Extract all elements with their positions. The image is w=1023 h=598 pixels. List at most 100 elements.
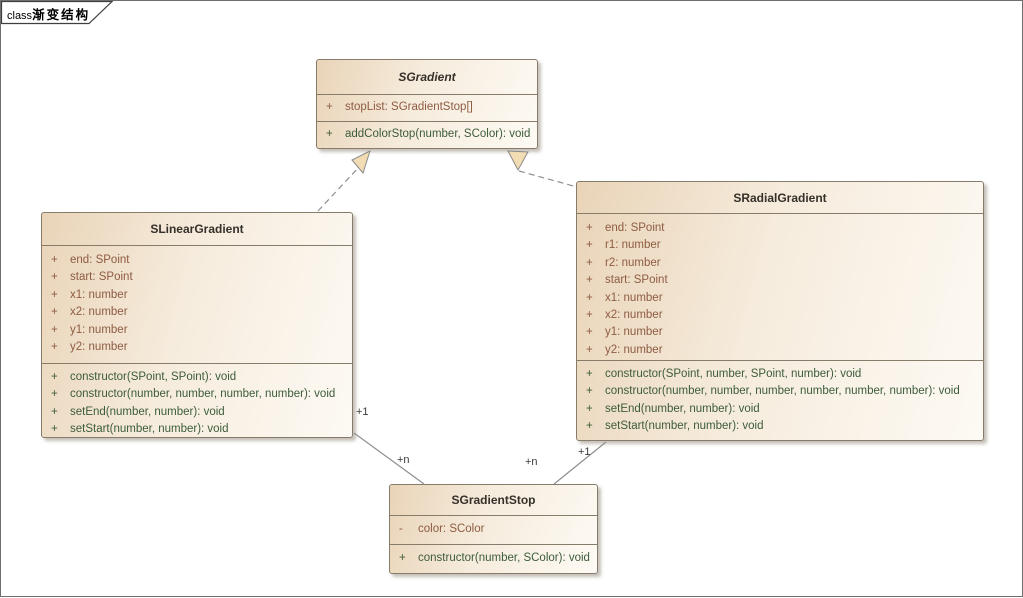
method-text: constructor(number, number, number, numb… xyxy=(605,385,960,398)
multiplicity-label-target: +n xyxy=(525,456,538,468)
visibility-symbol: + xyxy=(586,222,593,234)
attribute-text: x2: number xyxy=(605,309,663,322)
attribute-row: + y1: number xyxy=(577,324,983,341)
methods-compartment: + constructor(SPoint, number, SPoint, num… xyxy=(577,360,983,440)
class-name-sgradient: SGradient xyxy=(398,70,456,84)
attribute-text: y1: number xyxy=(605,326,663,339)
attribute-row: + x1: number xyxy=(577,290,983,307)
methods-compartment: + constructor(SPoint, SPoint): void + cons… xyxy=(42,363,352,437)
visibility-symbol: + xyxy=(51,288,58,301)
attribute-text: r1: number xyxy=(605,239,661,252)
method-row: + setStart(number, number): void xyxy=(577,418,983,435)
attributes-compartment: - color: SColor xyxy=(390,515,597,544)
methods-compartment: + constructor(number, SColor): void xyxy=(390,544,597,573)
visibility-symbol: + xyxy=(586,368,593,380)
class-box-sradialgradient[interactable]: SRadialGradient +end: SPoint +r1: number… xyxy=(576,181,984,441)
attribute-text: x1: number xyxy=(605,291,663,304)
method-row: + constructor(SPoint, number, SPoint, num… xyxy=(577,366,983,383)
attribute-row: + r2: number xyxy=(577,255,983,272)
method-text: constructor(number, SColor): void xyxy=(418,552,590,565)
method-text: setEnd(number, number): void xyxy=(605,402,760,415)
attribute-text: r2: number xyxy=(605,256,661,269)
visibility-symbol: + xyxy=(51,254,58,266)
method-text: constructor(SPoint, SPoint): void xyxy=(70,371,237,383)
method-row: + constructor(SPoint, SPoint): void xyxy=(42,369,352,386)
attribute-row: +start: SPoint xyxy=(577,272,983,289)
visibility-symbol: + xyxy=(51,306,58,319)
attribute-text: x1: number xyxy=(70,288,128,301)
method-row: + constructor(number, SColor): void xyxy=(390,550,597,567)
attribute-row: +r1: number xyxy=(577,237,983,254)
visibility-symbol: + xyxy=(51,423,58,436)
method-text: constructor(number, number, number, numb… xyxy=(70,388,336,401)
attribute-row: - color: SColor xyxy=(390,521,597,538)
generalization-sradialgradient-sgradient[interactable] xyxy=(507,150,578,188)
diagram-title: 渐变结构 xyxy=(32,8,91,22)
method-text: constructor(SPoint, number, SPoint, numb… xyxy=(605,368,862,380)
attribute-text: x2: number xyxy=(70,306,128,319)
visibility-symbol: + xyxy=(51,371,58,383)
method-text: setStart(number, number): void xyxy=(605,420,764,433)
visibility-symbol: + xyxy=(586,326,593,339)
attribute-row: +y1: number xyxy=(42,322,352,339)
diagram-tab-shape xyxy=(1,1,114,25)
class-name-sgradientstop: SGradientStop xyxy=(451,493,536,507)
attribute-row: + x2: number xyxy=(577,307,983,324)
visibility-symbol: + xyxy=(586,420,593,433)
hollow-triangle-arrowhead xyxy=(351,150,371,175)
association-slineargradient-sgradientstop[interactable] xyxy=(353,432,425,485)
method-row: + setEnd(number, number): void xyxy=(577,401,983,418)
attribute-row: +end: SPoint xyxy=(577,220,983,237)
attribute-row: + x2: number xyxy=(42,304,352,321)
multiplicity-label-target: +n xyxy=(397,454,410,466)
visibility-symbol: + xyxy=(586,343,593,356)
attribute-row: + y2: number xyxy=(577,342,983,359)
attribute-text: color: SColor xyxy=(418,523,485,536)
visibility-symbol: + xyxy=(51,271,58,284)
generalization-slineargradient-sgradient[interactable] xyxy=(317,150,371,212)
method-row: + constructor(number, number, number, num… xyxy=(577,383,983,400)
multiplicity-label-source: +1 xyxy=(578,446,591,458)
visibility-symbol: + xyxy=(326,128,333,141)
attribute-text: stopList: SGradientStop[] xyxy=(345,101,473,114)
method-row: + setStart(number, number): void xyxy=(42,421,352,437)
method-row: + addColorStop(number, SColor): void xyxy=(317,126,537,143)
method-text: setStart(number, number): void xyxy=(70,423,229,436)
visibility-symbol: + xyxy=(586,291,593,304)
class-box-slineargradient[interactable]: SLinearGradient + end: SPoint + start: SPo… xyxy=(41,212,353,438)
method-row: + setEnd(number, number): void xyxy=(42,404,352,421)
attribute-text: start: SPoint xyxy=(70,271,133,284)
methods-compartment: + addColorStop(number, SColor): void xyxy=(317,121,537,148)
attribute-text: y2: number xyxy=(605,343,663,356)
attribute-row: + start: SPoint xyxy=(42,269,352,286)
attributes-compartment: + stopList: SGradientStop[] xyxy=(317,94,537,121)
visibility-symbol: + xyxy=(586,256,593,269)
visibility-symbol: + xyxy=(586,309,593,322)
attributes-compartment: +end: SPoint +start: SPoint +x1: number … xyxy=(42,245,352,363)
diagram-type-keyword: class xyxy=(7,10,33,22)
attribute-text: y2: number xyxy=(70,341,128,354)
attributes-compartment: +end: SPoint +r1: number +r2: number +st… xyxy=(577,213,983,360)
attribute-text: start: SPoint xyxy=(605,274,668,287)
visibility-symbol: - xyxy=(399,523,403,536)
diagram-tab: class渐变结构 xyxy=(7,4,90,23)
attribute-row: + stopList: SGradientStop[] xyxy=(317,99,537,116)
visibility-symbol: + xyxy=(51,388,58,401)
method-text: addColorStop(number, SColor): void xyxy=(345,128,531,141)
visibility-symbol: + xyxy=(586,402,593,415)
attribute-row: + x1: number xyxy=(42,287,352,304)
attribute-text: y1: number xyxy=(70,323,128,336)
visibility-symbol: + xyxy=(399,552,406,565)
attribute-row: + end: SPoint xyxy=(42,252,352,269)
method-row: + constructor(number, number, number, num… xyxy=(42,386,352,403)
visibility-symbol: + xyxy=(51,341,58,354)
attribute-text: end: SPoint xyxy=(70,254,130,266)
class-box-sgradient[interactable]: SGradient + stopList: SGradientStop[] + … xyxy=(316,59,538,149)
method-text: setEnd(number, number): void xyxy=(70,405,225,418)
class-name-sradialgradient: SRadialGradient xyxy=(733,190,827,205)
class-name-slineargradient: SLinearGradient xyxy=(150,222,244,236)
visibility-symbol: + xyxy=(586,385,593,398)
class-box-sgradientstop[interactable]: SGradientStop - color: SColor + construc… xyxy=(389,484,598,574)
visibility-symbol: + xyxy=(51,405,58,418)
